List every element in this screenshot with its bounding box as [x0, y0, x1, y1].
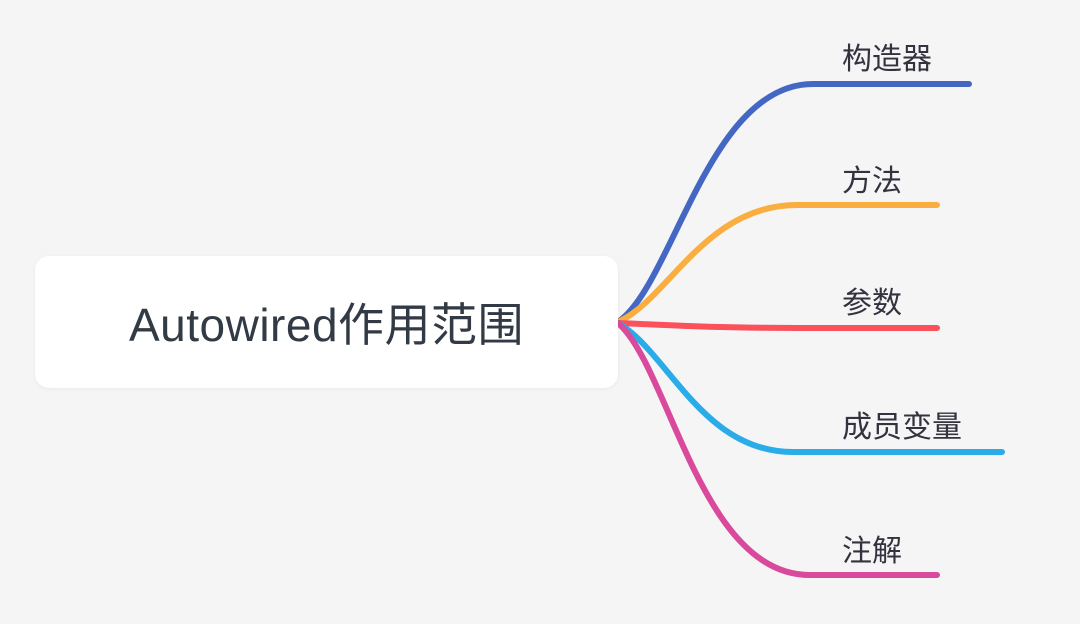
central-topic-label: Autowired作用范围 [128, 299, 525, 351]
central-topic-node[interactable]: Autowired作用范围 [35, 256, 618, 388]
branch-label-method[interactable]: 方法 [842, 165, 902, 198]
branch-curve-parameter [615, 320, 940, 331]
branch-curve-constructor [615, 81, 972, 325]
branch-curve-annotation [615, 320, 940, 578]
branch-label-constructor[interactable]: 构造器 [842, 43, 932, 76]
branch-label-annotation[interactable]: 注解 [842, 535, 902, 568]
branch-curve-method [615, 202, 940, 325]
branch-label-parameter[interactable]: 参数 [842, 287, 902, 320]
branch-curve-member-variable [615, 320, 1005, 455]
branch-label-member-variable[interactable]: 成员变量 [842, 411, 962, 444]
